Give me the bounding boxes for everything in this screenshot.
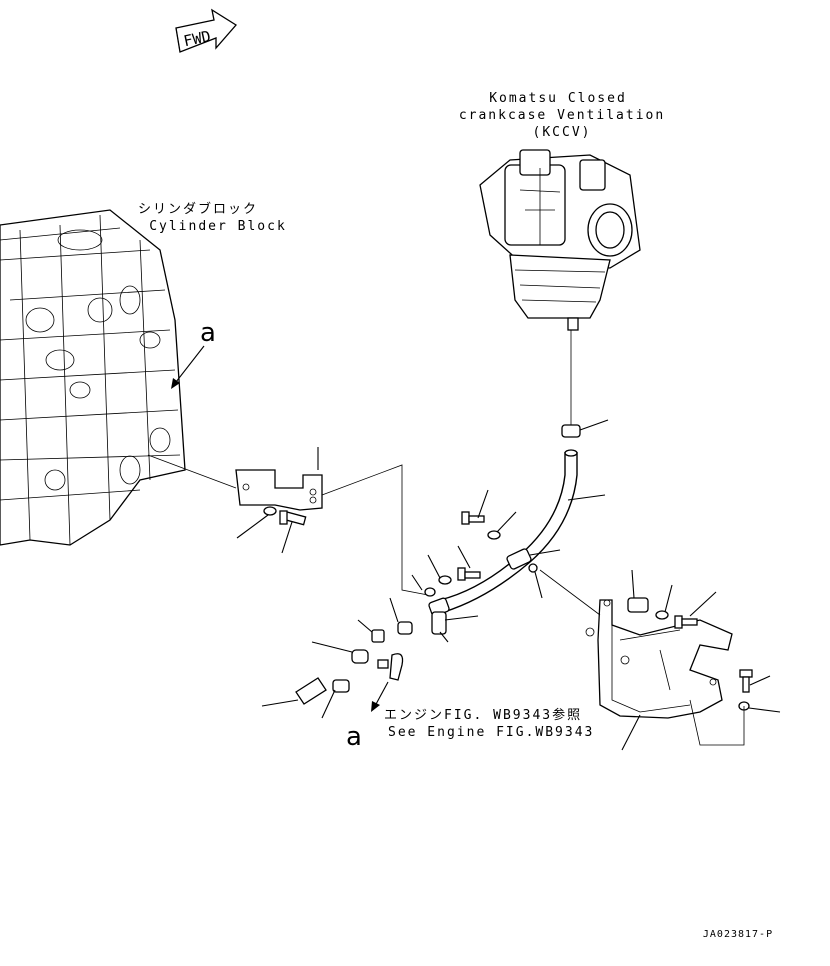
cylinder-block-label-en: Cylinder Block: [149, 219, 287, 234]
marker-a-bottom: a: [346, 722, 362, 752]
cylinder-block-label-jp: シリンダブロック: [138, 201, 258, 217]
kccv-title-line1: Komatsu Closed: [489, 91, 627, 106]
elbow-fitting: [389, 653, 404, 681]
cylinder-block-drawing: [0, 209, 186, 546]
connector: [377, 659, 389, 669]
kccv-title-line3: (KCCV): [533, 125, 592, 140]
right-bracket: [585, 599, 733, 719]
clamp: [351, 649, 369, 664]
engine-ref-jp: エンジンFIG. WB9343参照: [384, 707, 582, 723]
bolt: [461, 511, 485, 525]
bolt: [279, 510, 307, 526]
bolt: [457, 567, 481, 581]
fwd-arrow-icon: FWD: [175, 8, 237, 53]
clamp-top: [561, 424, 581, 438]
clamp: [627, 597, 649, 613]
engine-ref-en: See Engine FIG.WB9343: [388, 725, 594, 740]
drawing-number: JA023817-P: [703, 929, 773, 940]
kccv-unit-drawing: [479, 149, 641, 331]
nut: [371, 629, 385, 643]
bolt: [674, 615, 698, 629]
cap: [295, 677, 327, 705]
fwd-label: FWD: [182, 27, 212, 50]
clamp: [397, 621, 413, 635]
bolt: [739, 669, 753, 693]
marker-a-top: a: [200, 318, 216, 348]
tube-elbow: [428, 597, 450, 635]
left-bracket: [235, 469, 323, 511]
washer: [263, 506, 277, 516]
clamp: [332, 679, 350, 693]
kccv-title-line2: crankcase Ventilation: [459, 108, 665, 123]
